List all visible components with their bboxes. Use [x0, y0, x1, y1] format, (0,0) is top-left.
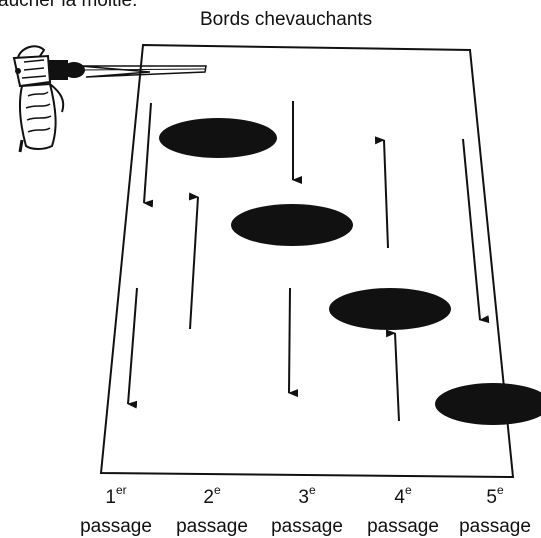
arrow-pass-1-top	[143, 102, 154, 208]
spray-gun-icon	[12, 45, 207, 153]
pass-suffix: e	[496, 483, 504, 497]
pass-suffix: e	[213, 483, 221, 497]
pass-suffix: e	[404, 483, 412, 497]
panel-outline	[99, 43, 515, 479]
pass-label-3: 3e passage	[252, 483, 362, 538]
spray-pattern-1	[159, 118, 277, 158]
spray-pattern-3	[329, 288, 451, 330]
diagram-title: Bords chevauchants	[200, 9, 373, 30]
arrow-pass-1-bottom	[127, 287, 138, 409]
pass-suffix: er	[115, 483, 127, 497]
partial-caption-text: aucher la moitié.	[0, 0, 138, 11]
spray-pattern-2	[231, 204, 353, 246]
pass-word: passage	[459, 515, 531, 537]
pass-number: 1	[105, 487, 116, 508]
arrow-pass-5	[462, 138, 490, 324]
arrow-pass-4-bottom	[385, 329, 400, 422]
pass-label-4: 4e passage	[348, 483, 458, 538]
pass-word: passage	[271, 515, 343, 537]
pass-label-1: 1er passage	[61, 483, 171, 538]
pass-number: 2	[203, 487, 214, 508]
arrow-pass-3-bottom	[288, 287, 299, 398]
pass-word: passage	[367, 515, 439, 537]
pass-label-2: 2e passage	[157, 483, 267, 538]
pass-word: passage	[176, 515, 248, 537]
pass-number: 5	[486, 487, 497, 508]
arrow-pass-2	[188, 192, 199, 330]
pass-label-5: 5e passage	[440, 483, 541, 538]
pass-number: 3	[298, 487, 309, 508]
pass-word: passage	[80, 515, 152, 537]
arrow-pass-4-top	[374, 136, 389, 249]
pass-number: 4	[394, 487, 405, 508]
spray-pattern-4	[435, 383, 541, 425]
pass-suffix: e	[308, 483, 316, 497]
